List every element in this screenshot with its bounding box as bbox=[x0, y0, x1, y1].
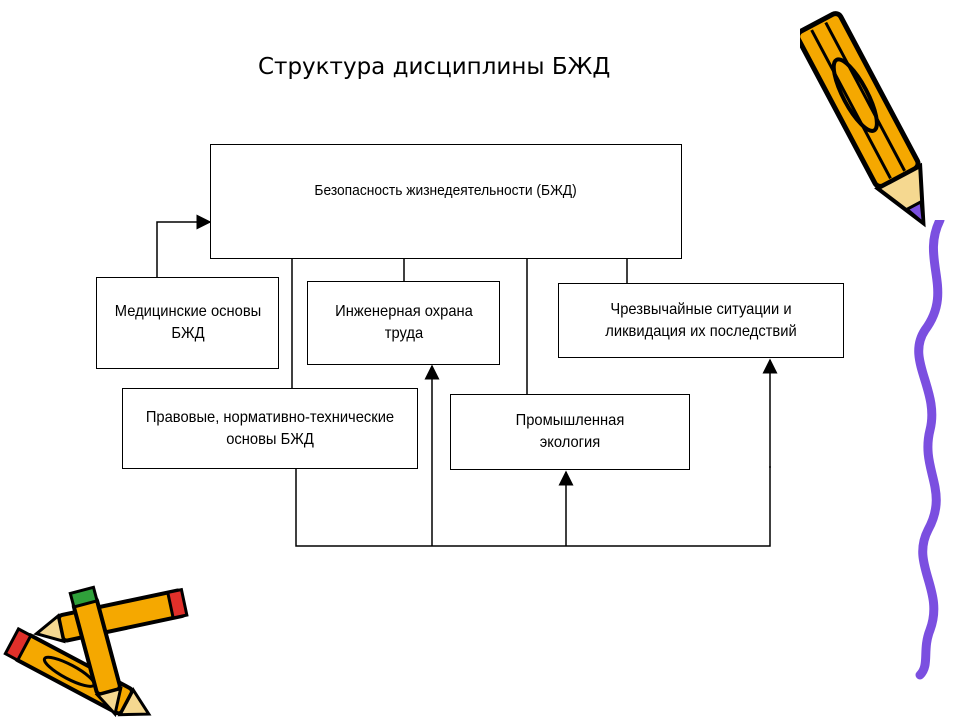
box-emergency: Чрезвычайные ситуации и ликвидация их по… bbox=[558, 283, 844, 358]
box-legal: Правовые, нормативно-технические основы … bbox=[122, 388, 418, 469]
box-ecology: Промышленная экология bbox=[450, 394, 690, 470]
pencil-icon bbox=[800, 11, 926, 228]
connector-bottom-bus bbox=[295, 466, 771, 547]
connector-medical-to-main bbox=[156, 214, 212, 277]
page-title: Структура дисциплины БЖД bbox=[258, 54, 611, 80]
box-medical: Медицинские основы БЖД bbox=[96, 277, 279, 369]
box-engineering: Инженерная охрана труда bbox=[307, 281, 500, 365]
pencil-pair-icon bbox=[3, 585, 189, 718]
squiggle-decoration bbox=[914, 220, 945, 680]
box-main: Безопасность жизнедеятельности (БЖД) bbox=[210, 144, 682, 259]
